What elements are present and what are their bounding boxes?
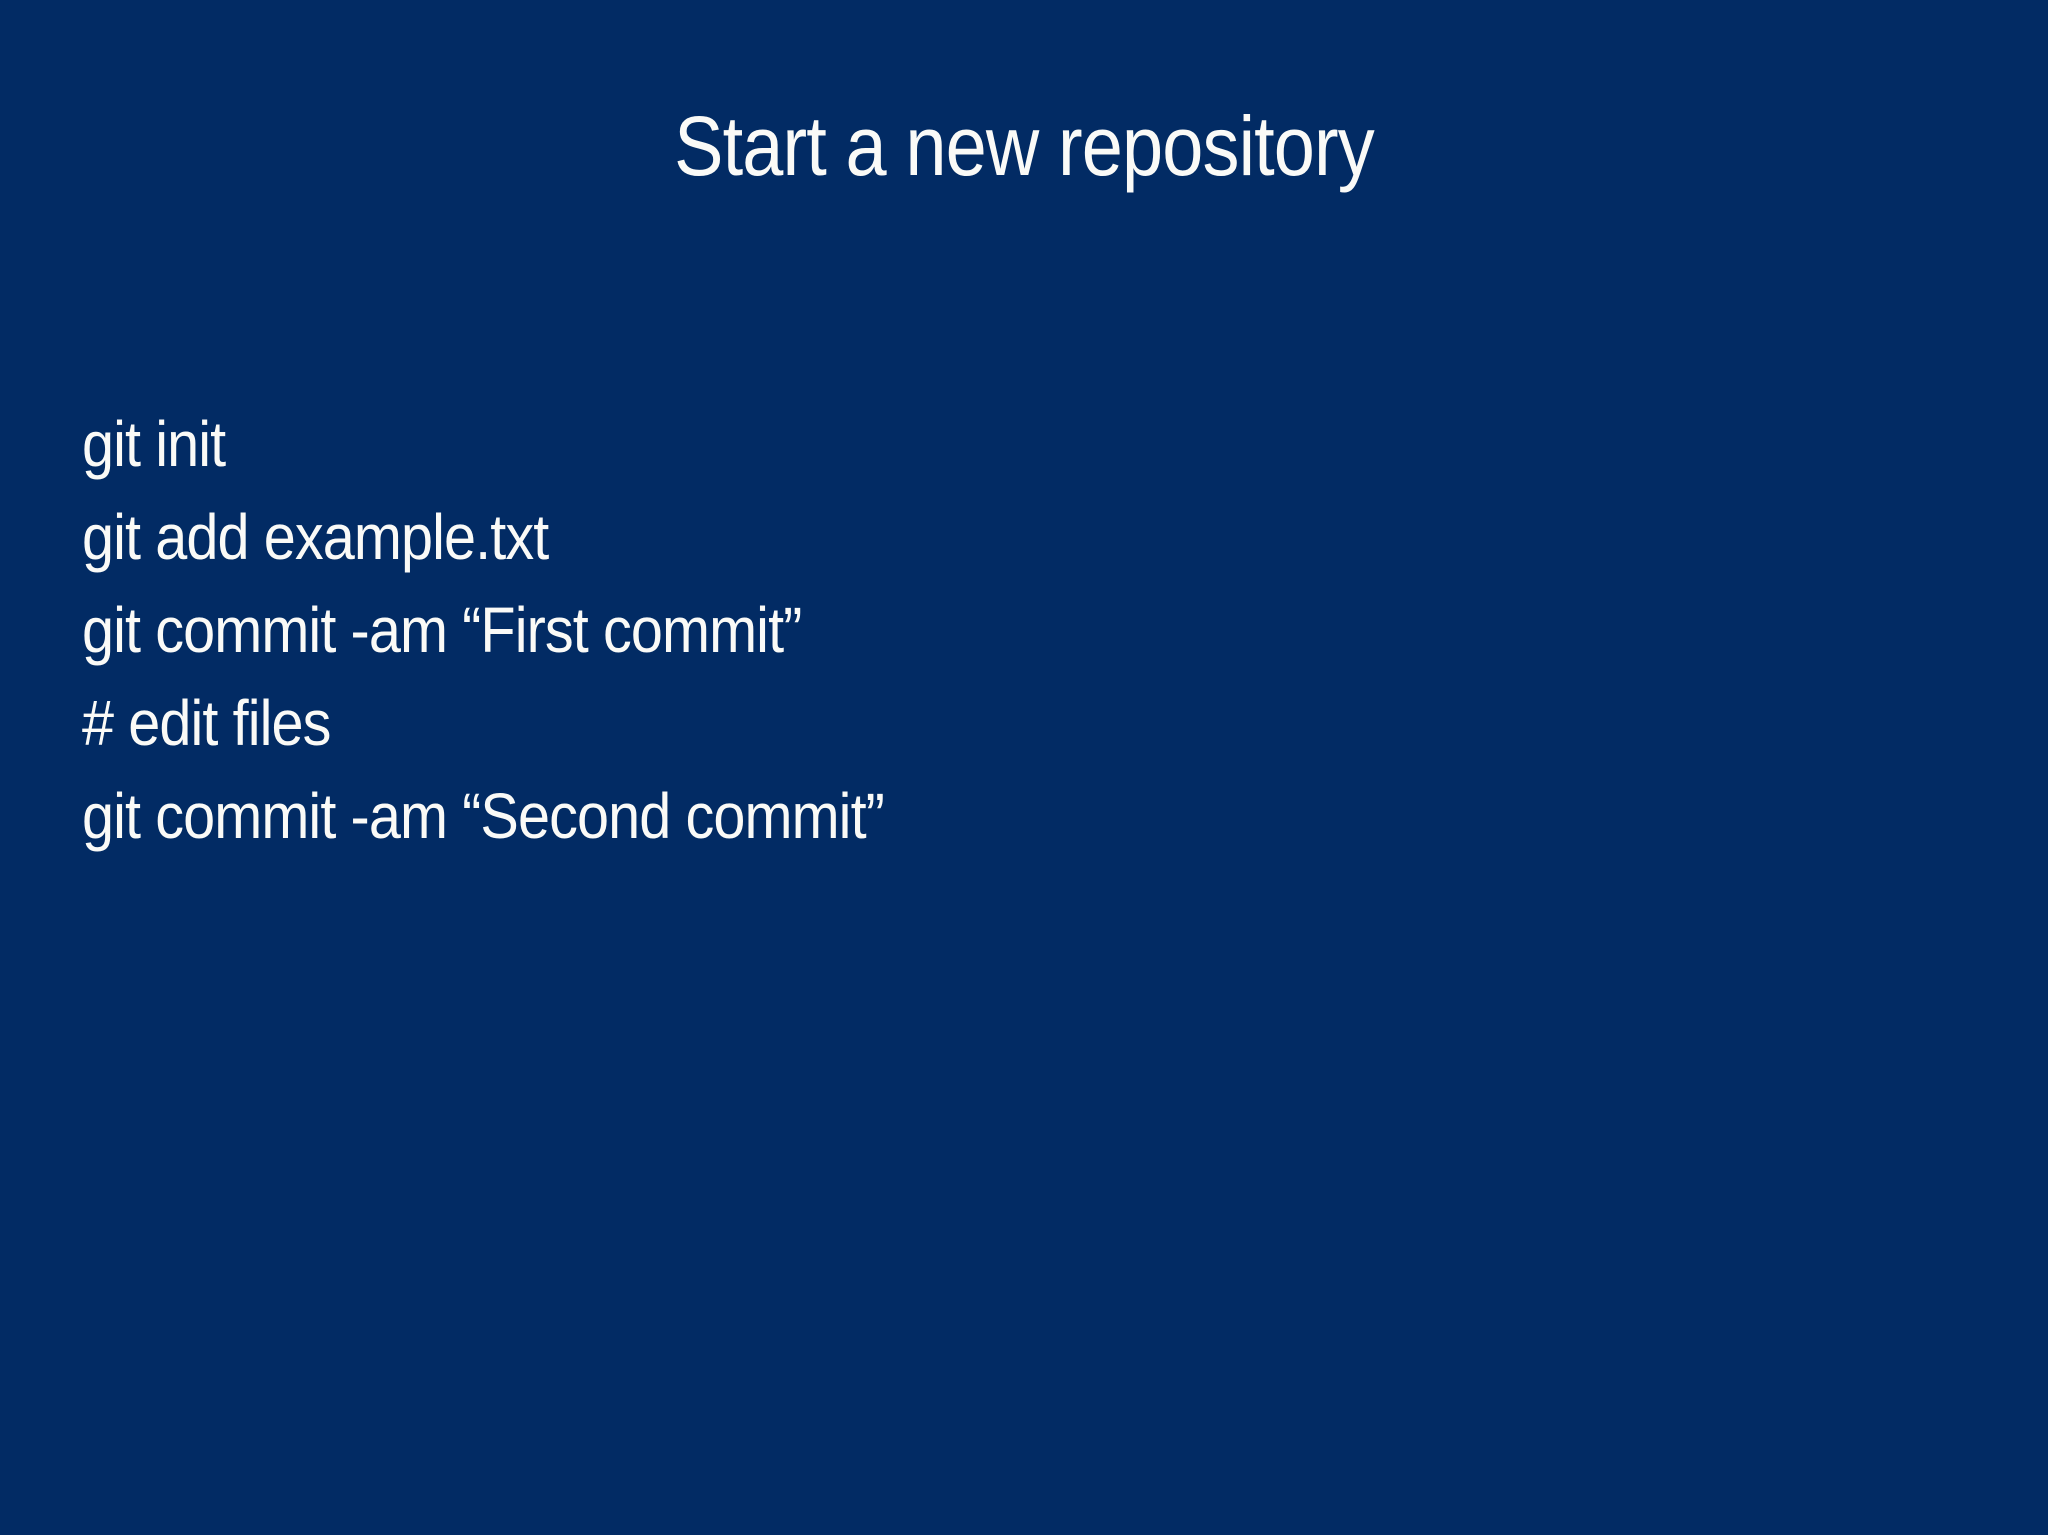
code-line-git-init: git init [82,408,226,480]
code-line-edit-files-comment: # edit files [82,687,331,759]
code-block: git init git add example.txt git commit … [82,398,885,863]
code-line-git-add: git add example.txt [82,501,549,573]
code-line-git-commit-first: git commit -am “First commit” [82,594,802,666]
code-line-git-commit-second: git commit -am “Second commit” [82,780,885,852]
slide-title: Start a new repository [674,99,1375,193]
